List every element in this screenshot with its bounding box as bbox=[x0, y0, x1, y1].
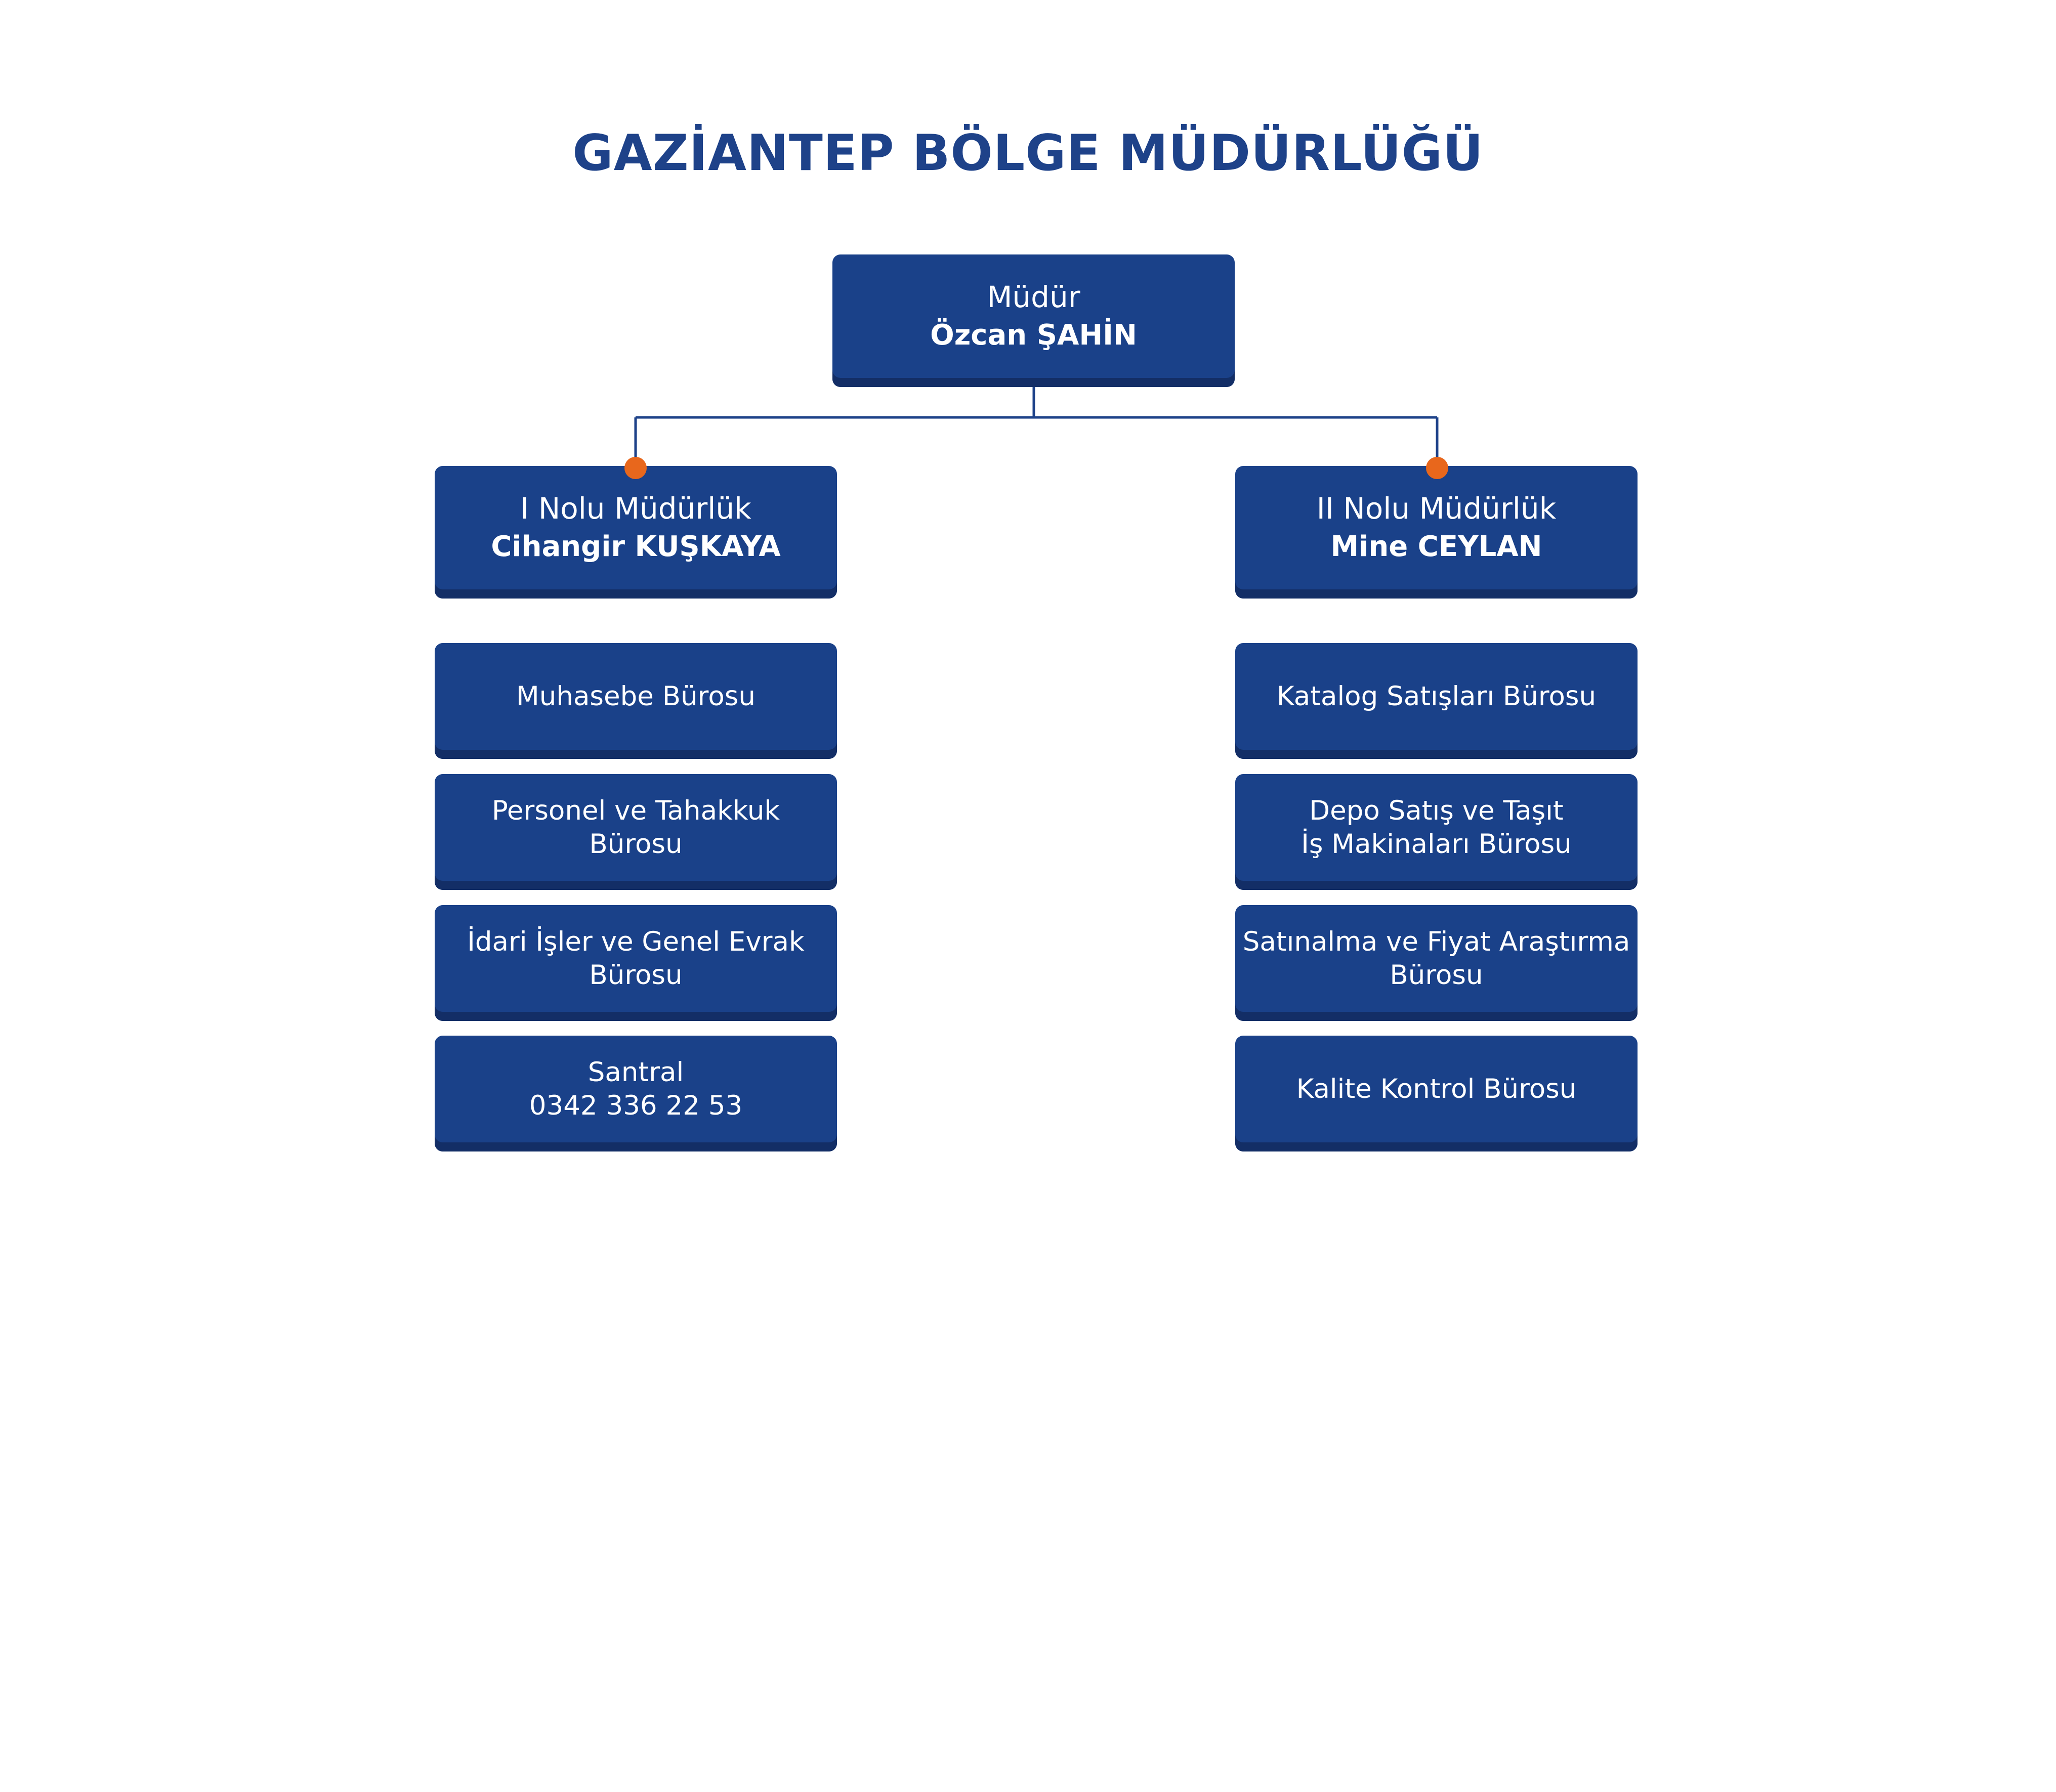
right-directorate-name: Mine CEYLAN bbox=[1330, 530, 1542, 563]
left-unit-4: Santral 0342 336 22 53 bbox=[435, 1036, 837, 1151]
unit-line: İdari İşler ve Genel Evrak bbox=[467, 926, 805, 957]
unit-line: Katalog Satışları Bürosu bbox=[1276, 680, 1597, 712]
unit-line: Muhasebe Bürosu bbox=[516, 680, 756, 712]
left-unit-1: Muhasebe Bürosu bbox=[435, 643, 837, 759]
director-role: Müdür bbox=[987, 280, 1080, 314]
left-directorate-box: I Nolu Müdürlük Cihangir KUŞKAYA bbox=[435, 466, 837, 599]
left-directorate-name: Cihangir KUŞKAYA bbox=[491, 530, 781, 563]
left-unit-3: İdari İşler ve Genel Evrak Bürosu bbox=[435, 905, 837, 1021]
director-box: Müdür Özcan ŞAHİN bbox=[832, 254, 1235, 387]
unit-line: Bürosu bbox=[1390, 959, 1483, 991]
left-unit-2: Personel ve Tahakkuk Bürosu bbox=[435, 774, 837, 890]
left-directorate-role: I Nolu Müdürlük bbox=[520, 491, 751, 526]
unit-line: Depo Satış ve Taşıt bbox=[1309, 795, 1564, 826]
right-directorate-role: II Nolu Müdürlük bbox=[1316, 491, 1557, 526]
right-unit-2: Depo Satış ve Taşıt İş Makinaları Bürosu bbox=[1235, 774, 1638, 890]
unit-line: Personel ve Tahakkuk bbox=[491, 795, 780, 826]
right-node-dot bbox=[1426, 457, 1448, 479]
right-unit-1: Katalog Satışları Bürosu bbox=[1235, 643, 1638, 759]
right-unit-3: Satınalma ve Fiyat Araştırma Bürosu bbox=[1235, 905, 1638, 1021]
unit-line: İş Makinaları Bürosu bbox=[1301, 828, 1572, 860]
left-node-dot bbox=[624, 457, 647, 479]
unit-line: Kalite Kontrol Bürosu bbox=[1296, 1073, 1577, 1104]
right-unit-4: Kalite Kontrol Bürosu bbox=[1235, 1036, 1638, 1151]
unit-line: Bürosu bbox=[589, 828, 683, 860]
unit-line: Santral bbox=[588, 1056, 684, 1088]
unit-line: Satınalma ve Fiyat Araştırma bbox=[1242, 926, 1630, 957]
unit-line: 0342 336 22 53 bbox=[529, 1090, 743, 1121]
right-directorate-box: II Nolu Müdürlük Mine CEYLAN bbox=[1235, 466, 1638, 599]
unit-line: Bürosu bbox=[589, 959, 683, 991]
page-title: GAZİANTEP BÖLGE MÜDÜRLÜĞÜ bbox=[572, 124, 1484, 182]
director-name: Özcan ŞAHİN bbox=[930, 319, 1137, 352]
